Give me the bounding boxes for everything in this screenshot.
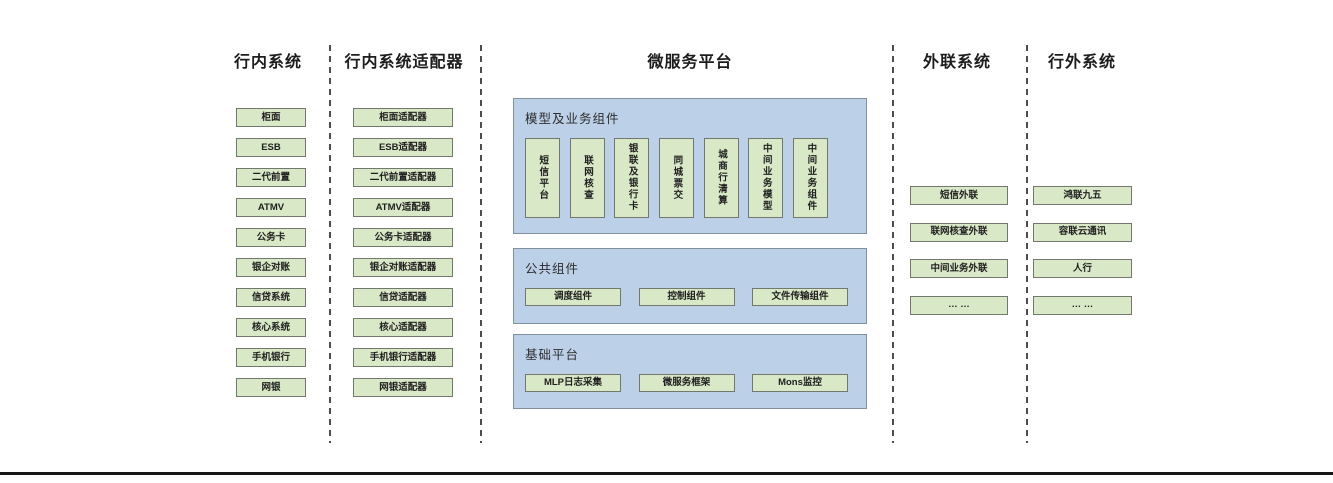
common-components-list: 调度组件控制组件文件传输组件 [525,288,848,306]
base-platform-list: MLP日志采集微服务框架 Mons监控 [525,374,848,392]
inbank-system-box: 二代前置 [236,168,306,187]
column-divider [892,45,894,443]
adapter-box: 手机银行适配器 [353,348,453,367]
model-business-components-panel: 模型及业务组件 短信平台联网核查银联及银行卡同城票交城商行清算中间业务模型中间业… [513,98,867,234]
inbank-system-box: ESB [236,138,306,157]
adapter-box: 信贷适配器 [353,288,453,307]
inbank-systems-list: 柜面 ESB 二代前置 ATMV 公务卡银企对账信贷系统核心系统手机银行网银 [236,108,306,397]
bottom-rule [0,472,1333,475]
external-system-box: 鸿联九五 [1033,186,1132,205]
common-component-box: 调度组件 [525,288,621,306]
adapter-box: ATMV适配器 [353,198,453,217]
inbank-system-box: 手机银行 [236,348,306,367]
column-divider [1026,45,1028,443]
model-components-list: 短信平台联网核查银联及银行卡同城票交城商行清算中间业务模型中间业务组件 [525,137,829,218]
header-outlink-systems: 外联系统 [922,54,991,71]
column-divider [329,45,331,443]
adapter-box: 核心适配器 [353,318,453,337]
base-platform-box: MLP日志采集 [525,374,621,392]
common-component-box: 控制组件 [638,288,735,306]
model-component-box: 中间业务组件 [793,137,829,218]
base-platform-box: 微服务框架 [638,374,735,392]
header-inbank-adapters: 行内系统适配器 [344,54,464,71]
model-component-box: 中间业务模型 [748,137,784,218]
inbank-system-box: 柜面 [236,108,306,127]
outlink-system-box: 中间业务外联 [910,259,1008,278]
inbank-system-box: 网银 [236,378,306,397]
inbank-system-box: 公务卡 [236,228,306,247]
inbank-adapters-list: 柜面适配器 ESB适配器二代前置适配器 ATMV适配器公务卡适配器银企对账适配器信贷… [353,108,453,397]
adapter-box: 二代前置适配器 [353,168,453,187]
inbank-system-box: 银企对账 [236,258,306,277]
outlink-system-box: … … [910,295,1008,315]
section-title: 公共组件 [525,262,580,276]
column-divider [480,45,482,443]
model-component-box: 联网核查 [569,137,605,218]
model-component-box: 短信平台 [525,137,560,218]
adapter-box: 银企对账适配器 [353,258,453,277]
external-system-box: 人行 [1033,259,1132,278]
inbank-system-box: 核心系统 [236,318,306,337]
outlink-systems-list: 短信外联联网核查外联中间业务外联 … … [910,186,1008,315]
adapter-box: 公务卡适配器 [353,228,453,247]
outlink-system-box: 短信外联 [910,186,1008,205]
header-external-systems: 行外系统 [1047,54,1116,71]
external-systems-list: 鸿联九五容联云通讯人行 … … [1033,186,1132,315]
inbank-system-box: ATMV [236,198,306,217]
section-title: 基础平台 [525,348,580,362]
adapter-box: ESB适配器 [353,138,453,157]
common-component-box: 文件传输组件 [752,288,848,306]
adapter-box: 网银适配器 [353,378,453,397]
header-microservice-platform: 微服务平台 [647,54,733,71]
base-platform-panel: 基础平台 MLP日志采集微服务框架 Mons监控 [513,334,867,409]
model-component-box: 城商行清算 [703,137,739,218]
inbank-system-box: 信贷系统 [236,288,306,307]
model-component-box: 银联及银行卡 [614,137,650,218]
outlink-system-box: 联网核查外联 [910,222,1008,242]
section-title: 模型及业务组件 [525,112,620,126]
base-platform-box: Mons监控 [752,374,848,392]
header-inbank-systems: 行内系统 [233,54,302,71]
external-system-box: … … [1033,295,1132,315]
external-system-box: 容联云通讯 [1033,222,1132,242]
model-component-box: 同城票交 [659,137,695,218]
common-components-panel: 公共组件 调度组件控制组件文件传输组件 [513,248,867,324]
adapter-box: 柜面适配器 [353,108,453,127]
